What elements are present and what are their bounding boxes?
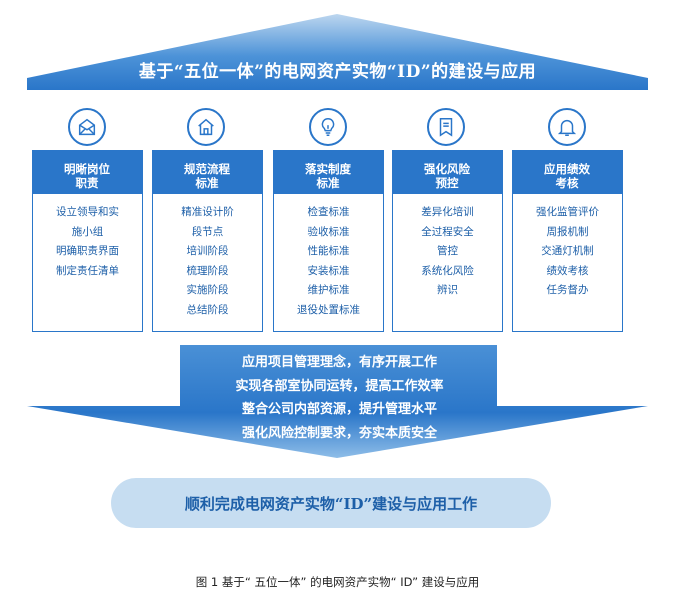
column-standards: 落实制度 标准 检查标准 验收标准 性能标准 安装标准 维护标准 退役处置标准 (272, 149, 384, 332)
arrow-line: 整合公司内部资源，提升管理水平 (241, 402, 437, 417)
column-item: 精准设计阶 (181, 206, 234, 218)
home-icon (187, 108, 225, 146)
arrow-text: 应用项目管理理念，有序开展工作 实现各部室协同运转，提高工作效率 整合公司内部资… (182, 351, 497, 445)
column-item: 检查标准 (307, 206, 350, 218)
lightbulb-icon (309, 108, 347, 146)
column-item: 培训阶段 (186, 245, 229, 257)
column-item: 任务督办 (546, 284, 589, 296)
column-item: 制定责任清单 (56, 264, 119, 277)
bell-icon (548, 108, 586, 146)
bookmark-icon (427, 108, 465, 146)
column-item: 性能标准 (307, 245, 350, 257)
column-item: 段节点 (191, 225, 224, 238)
column-risk: 强化风险 预控 差异化培训 全过程安全 管控 系统化风险 辨识 (391, 149, 503, 332)
column-process: 规范流程 标准 精准设计阶 段节点 培训阶段 梳理阶段 实施阶段 总结阶段 (151, 149, 263, 332)
envelope-icon (68, 108, 106, 146)
column-item: 安装标准 (307, 264, 350, 277)
down-arrow (27, 345, 648, 458)
arrow-line: 强化风险控制要求，夯实本质安全 (241, 425, 437, 441)
column-item: 系统化风险 (421, 264, 474, 277)
column-heading: 强化风险 预控 (391, 149, 503, 194)
column-item: 实施阶段 (186, 284, 229, 296)
roof-banner (27, 14, 648, 90)
figure-caption: 图 1 基于“ 五位一体” 的电网资产实物“ ID” 建设与应用 (195, 575, 480, 589)
column-item: 维护标准 (307, 284, 350, 296)
column-item: 强化监管评价 (536, 206, 599, 218)
arrow-line: 实现各部室协同运转，提高工作效率 (235, 378, 444, 394)
column-item: 管控 (437, 245, 458, 257)
column-item: 交通灯机制 (541, 245, 594, 257)
column-heading: 落实制度 标准 (272, 149, 384, 194)
column-item: 周报机制 (546, 225, 589, 238)
column-item: 绩效考核 (546, 264, 589, 277)
column-item: 梳理阶段 (186, 264, 229, 277)
arrow-line: 应用项目管理理念，有序开展工作 (241, 355, 437, 370)
result-pill: 顺利完成电网资产实物“ID”建设与应用工作 (111, 478, 551, 528)
diagram-title: 基于“五位一体”的电网资产实物“ID”的建设与应用 (138, 62, 537, 82)
column-item: 施小组 (71, 225, 104, 238)
column-item: 总结阶段 (186, 303, 229, 316)
column-item: 验收标准 (307, 225, 350, 238)
column-responsibilities: 明晰岗位 职责 设立领导和实 施小组 明确职责界面 制定责任清单 (31, 149, 143, 332)
column-performance: 应用绩效 考核 强化监管评价 周报机制 交通灯机制 绩效考核 任务督办 (511, 149, 623, 332)
column-item: 辨识 (437, 284, 458, 296)
column-item: 全过程安全 (421, 225, 474, 238)
column-heading: 规范流程 标准 (151, 149, 263, 194)
column-item: 设立领导和实 (56, 206, 119, 218)
column-heading: 应用绩效 考核 (511, 149, 623, 194)
column-item: 明确职责界面 (56, 245, 119, 257)
column-item: 退役处置标准 (297, 303, 360, 316)
column-item: 差异化培训 (421, 206, 474, 218)
column-heading: 明晰岗位 职责 (31, 149, 143, 194)
